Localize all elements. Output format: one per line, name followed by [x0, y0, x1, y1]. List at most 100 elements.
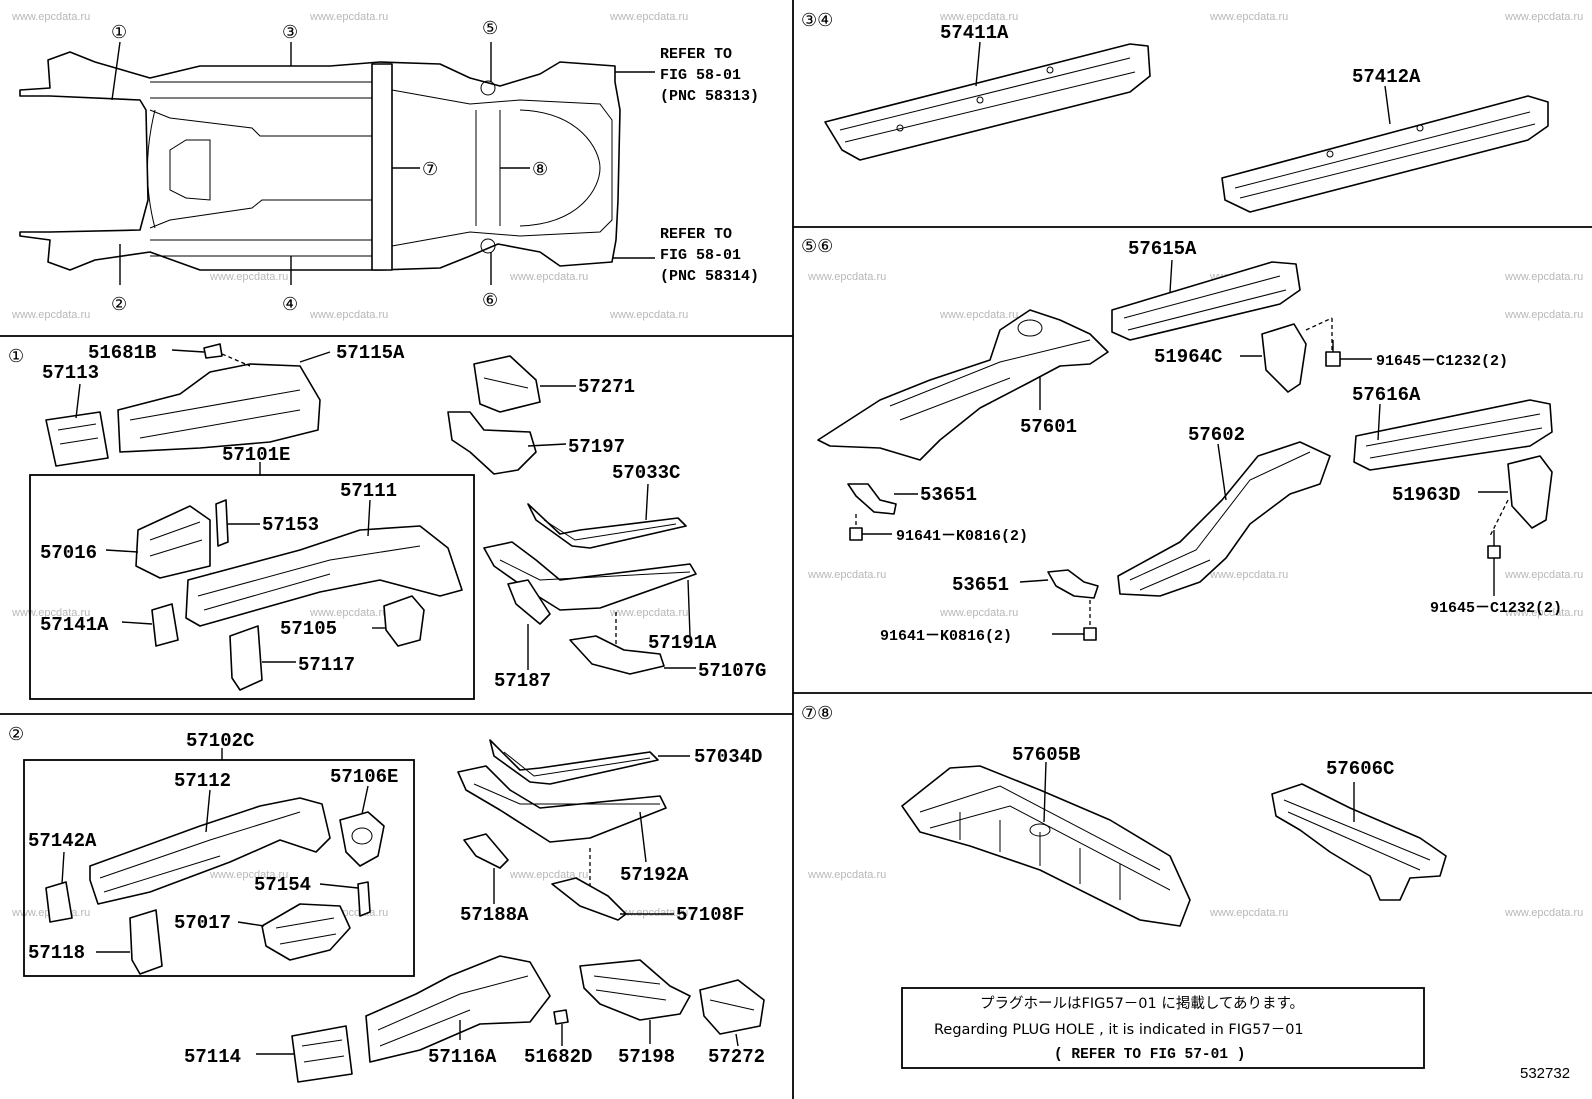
watermark: www.epcdata.ru	[1504, 607, 1583, 619]
part-57108F-shape	[551, 848, 674, 921]
callout-1: ①	[111, 22, 127, 43]
refer-top-line1: REFER TO	[660, 46, 732, 63]
part-57154-shape	[319, 881, 371, 917]
part-57116A: 57116A	[428, 1046, 497, 1068]
watermark: www.epcdata.ru	[209, 271, 288, 283]
part-57101E: 57101E	[222, 444, 290, 466]
bolt-91645-a	[1325, 340, 1372, 367]
part-57605B-shape	[901, 761, 1191, 927]
part-57106E: 57106E	[330, 766, 398, 788]
section-label-7-8: ⑦⑧	[801, 703, 833, 724]
watermark: www.epcdata.ru	[1504, 271, 1583, 283]
part-57033C-shape	[527, 483, 687, 549]
part-57616A: 57616A	[1352, 384, 1421, 406]
watermark: www.epcdata.ru	[11, 309, 90, 321]
part-57606C-shape	[1271, 782, 1447, 901]
part-57141A-shape	[121, 603, 179, 647]
part-57114-shape	[256, 1025, 353, 1083]
part-57616A-shape	[1353, 399, 1553, 471]
section-label-5-6: ⑤⑥	[801, 236, 833, 257]
part-57111-shape	[185, 499, 463, 627]
part-57192A-shape	[457, 765, 667, 863]
part-57198: 57198	[618, 1046, 675, 1068]
part-57116A-shape	[365, 955, 551, 1063]
callout-3: ③	[282, 22, 298, 43]
watermark: www.epcdata.ru	[509, 271, 588, 283]
watermark: www.epcdata.ru	[807, 869, 886, 881]
watermark: www.epcdata.ru	[11, 11, 90, 23]
part-57108F: 57108F	[676, 904, 744, 926]
watermark: www.epcdata.ru	[939, 607, 1018, 619]
part-57113: 57113	[42, 362, 99, 384]
part-57412A: 57412A	[1352, 66, 1421, 88]
refer-bottom-line2: FIG 58-01	[660, 247, 741, 264]
watermark: www.epcdata.ru	[309, 607, 388, 619]
part-57113-shape	[45, 383, 109, 467]
bolt-91641-b	[1052, 600, 1097, 641]
bolt-91641-a	[849, 514, 892, 541]
watermark: www.epcdata.ru	[939, 309, 1018, 321]
part-57153-shape	[215, 499, 260, 547]
plug-hole-note: プラグホールはFIG57－01 に掲載してあります。 Regarding PLU…	[901, 987, 1425, 1069]
part-57105: 57105	[280, 618, 337, 640]
refer-bottom-line1: REFER TO	[660, 226, 732, 243]
part-51682D-shape	[553, 1009, 569, 1046]
watermark: www.epcdata.ru	[609, 309, 688, 321]
part-57115A-shape	[117, 343, 331, 453]
part-57197-shape	[447, 411, 567, 475]
refer-bottom-line3: (PNC 58314)	[660, 268, 759, 285]
refer-top-line3: (PNC 58313)	[660, 88, 759, 105]
watermark: www.epcdata.ru	[1209, 569, 1288, 581]
watermark: www.epcdata.ru	[309, 309, 388, 321]
part-57017: 57017	[174, 912, 231, 934]
watermark: www.epcdata.ru	[1504, 11, 1583, 23]
part-57154: 57154	[254, 874, 311, 896]
part-57112-shape	[89, 789, 331, 905]
assembly-box-57101E	[29, 474, 475, 700]
callout-8: ⑧	[532, 159, 548, 180]
note-line-refer: ( REFER TO FIG 57-01 )	[1054, 1047, 1245, 1063]
part-51963D-shape	[1478, 455, 1553, 537]
part-57411A: 57411A	[940, 22, 1009, 44]
part-51681B: 51681B	[88, 342, 156, 364]
part-91645-C1232-top: 91645－C1232(2)	[1376, 353, 1508, 370]
part-57271: 57271	[578, 376, 635, 398]
part-57602-shape	[1117, 441, 1331, 597]
part-57153: 57153	[262, 514, 319, 536]
part-57272: 57272	[708, 1046, 765, 1068]
callout-7: ⑦	[422, 159, 438, 180]
part-57187-shape	[507, 579, 551, 670]
part-57142A: 57142A	[28, 830, 97, 852]
watermark: www.epcdata.ru	[609, 907, 688, 919]
part-57602: 57602	[1188, 424, 1245, 446]
part-57112: 57112	[174, 770, 231, 792]
overview-underbody	[19, 41, 655, 285]
note-line-english: Regarding PLUG HOLE , it is indicated in…	[934, 1022, 1304, 1038]
part-57111: 57111	[340, 480, 397, 502]
section-label-3-4: ③④	[801, 10, 833, 31]
refer-top-line2: FIG 58-01	[660, 67, 741, 84]
part-51964C-shape	[1240, 317, 1333, 393]
part-57107G-shape	[569, 612, 696, 675]
watermark: www.epcdata.ru	[609, 11, 688, 23]
watermark: www.epcdata.ru	[609, 607, 688, 619]
part-57115A: 57115A	[336, 342, 405, 364]
part-57191A: 57191A	[648, 632, 717, 654]
part-51682D: 51682D	[524, 1046, 592, 1068]
part-57034D: 57034D	[694, 746, 762, 768]
part-57118: 57118	[28, 942, 85, 964]
watermark: www.epcdata.ru	[1504, 569, 1583, 581]
part-57033C: 57033C	[612, 462, 680, 484]
watermark: www.epcdata.ru	[939, 11, 1018, 23]
part-53651-upper-shape	[847, 483, 918, 515]
part-57615A-shape	[1111, 259, 1301, 341]
rail-57412A	[1221, 85, 1549, 213]
part-57198-shape	[579, 959, 691, 1044]
section-label-1: ①	[8, 346, 24, 367]
part-53651-lower-shape	[1019, 569, 1099, 599]
part-53651-lower: 53651	[952, 574, 1009, 596]
note-line-japanese: プラグホールはFIG57－01 に掲載してあります。	[980, 995, 1304, 1012]
part-57601-shape	[817, 309, 1109, 461]
part-57271-shape	[473, 355, 576, 413]
